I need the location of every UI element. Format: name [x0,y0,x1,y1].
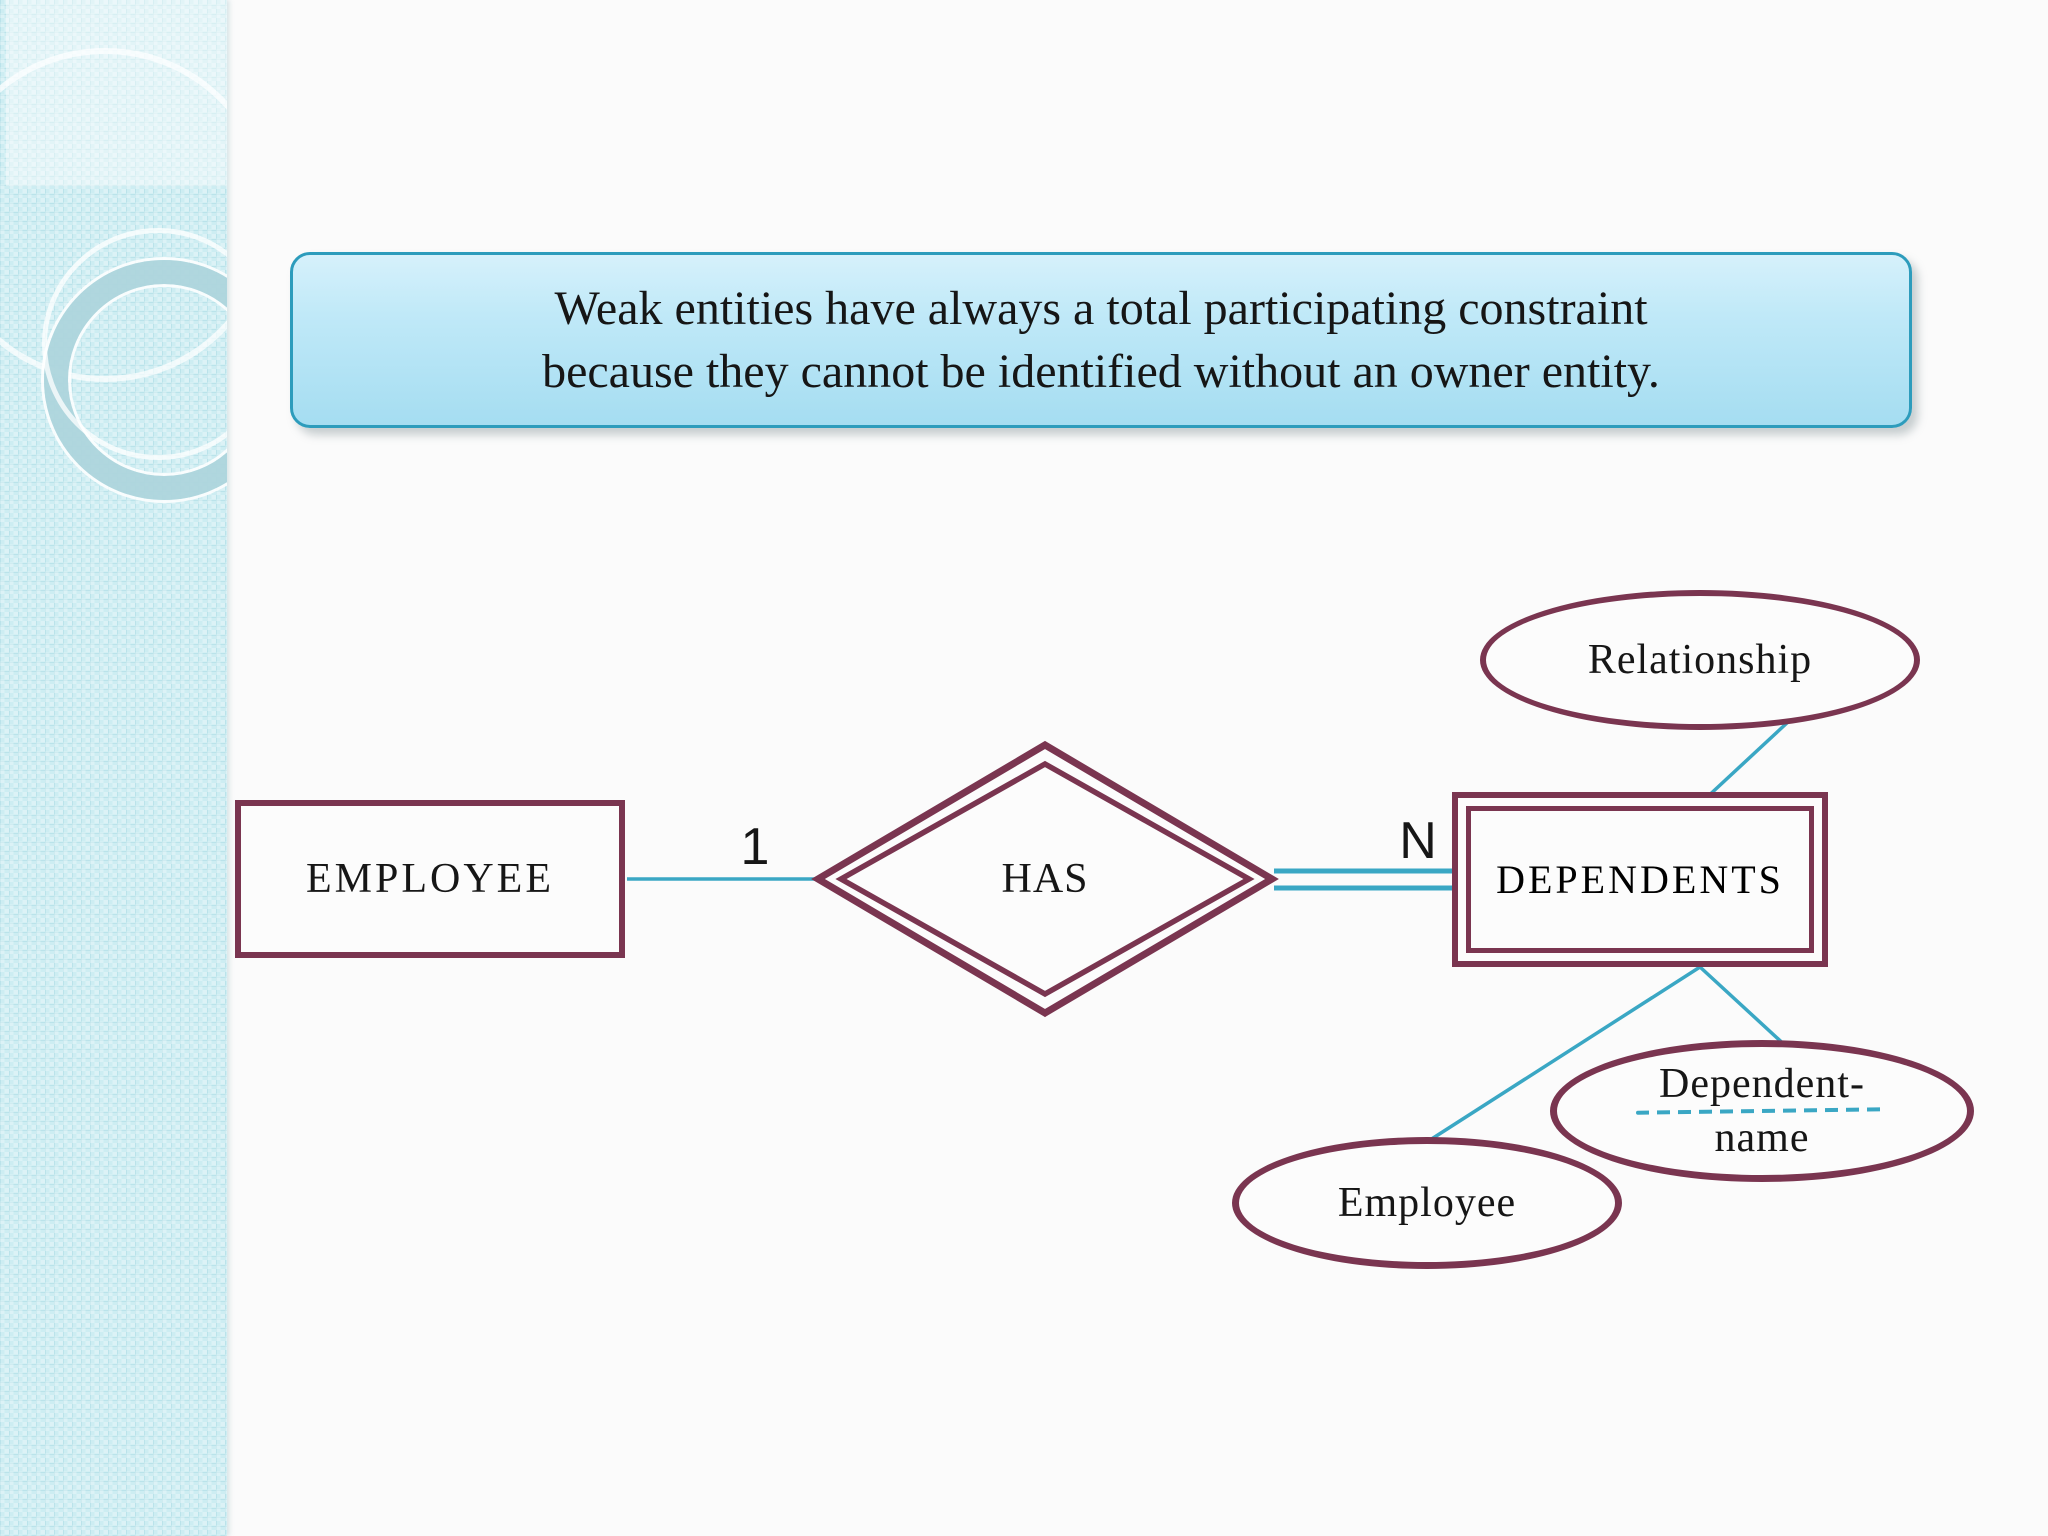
attribute-relationship-label: Relationship [1587,636,1813,683]
decorative-ring-small [42,228,227,460]
weak-entity-dependents-inner-border: DEPENDENTS [1466,806,1814,953]
attribute-dependent-name: Dependent- name [1550,1040,1974,1182]
attribute-dependent-name-line2: name [1714,1114,1810,1161]
attribute-dependent-name-line1: Dependent- [1659,1061,1865,1108]
attribute-dependent-name-content: Dependent- name [1635,1061,1889,1161]
weak-entity-dependents: DEPENDENTS [1452,792,1828,967]
callout-line-1: Weak entities have always a total partic… [554,281,1648,335]
relationship-has: HAS [818,745,1272,1013]
entity-employee: EMPLOYEE [235,800,625,958]
sidebar-decoration [0,0,227,1536]
cardinality-one-label: 1 [740,818,770,876]
callout-line-2: because they cannot be identified withou… [542,345,1660,398]
attribute-relationship: Relationship [1480,590,1920,730]
attribute-employee-label: Employee [1337,1179,1517,1226]
cardinality-n-label: N [1399,812,1437,870]
partial-key-dashed-underline [1635,1106,1889,1115]
entity-employee-label: EMPLOYEE [306,856,554,902]
callout-box: Weak entities have always a total partic… [290,252,1912,428]
has-diamond-inner [835,760,1255,998]
connector-relationship-attr-line [1702,720,1790,802]
connector-employee-attr-line [1429,965,1701,1142]
has-diamond-outer [811,740,1279,1018]
connector-dependent-name-attr-line [1698,965,1790,1050]
relationship-has-label: HAS [1001,856,1089,902]
attribute-employee: Employee [1232,1137,1622,1269]
weak-entity-dependents-label: DEPENDENTS [1496,857,1784,902]
